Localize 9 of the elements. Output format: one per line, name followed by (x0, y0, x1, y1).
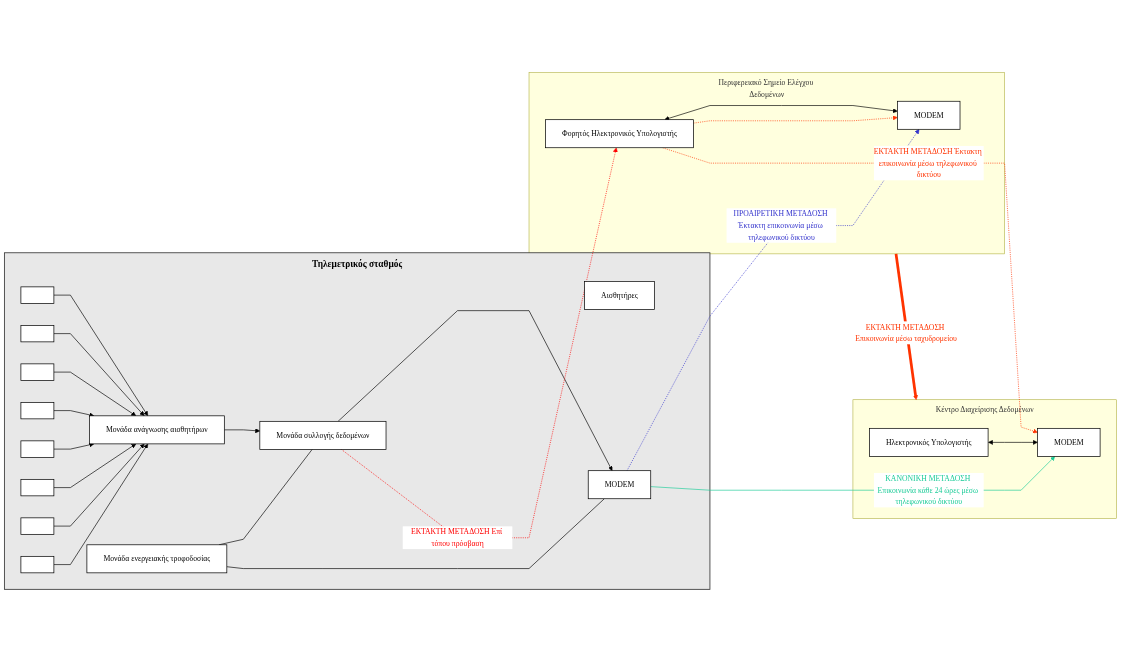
node-box (20, 363, 55, 381)
node-box (20, 402, 55, 420)
node-box (20, 325, 55, 343)
node-box (20, 479, 55, 497)
node-box (20, 440, 55, 458)
node-box (20, 286, 55, 304)
node-box (20, 556, 55, 574)
node-box (20, 517, 55, 535)
connector (226, 498, 605, 569)
